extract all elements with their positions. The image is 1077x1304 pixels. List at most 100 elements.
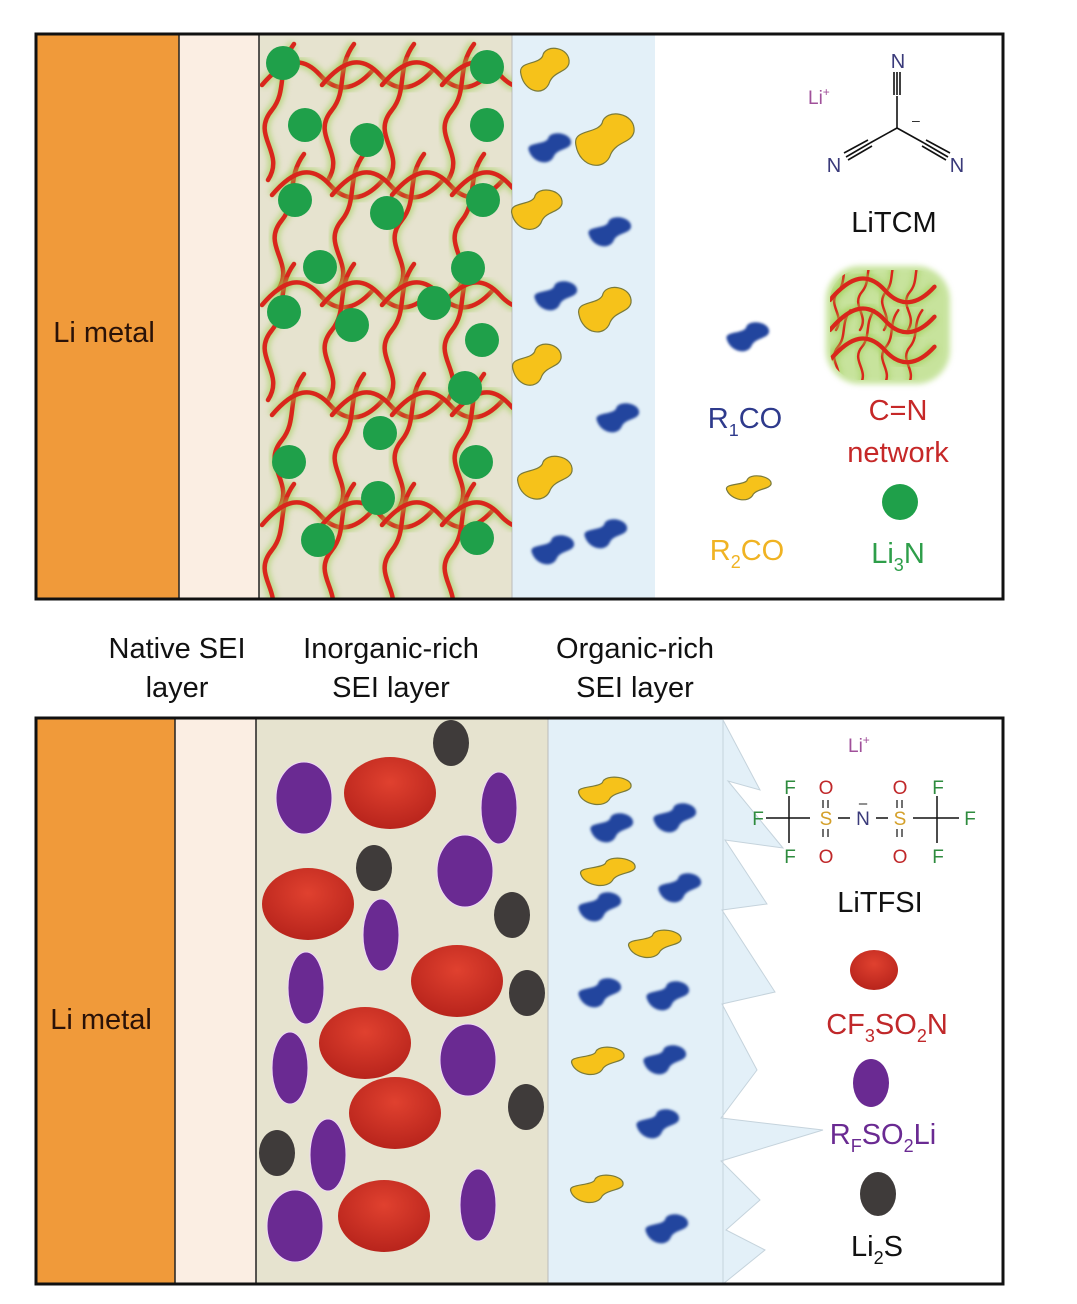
r2co-particle <box>725 475 772 501</box>
r1co-particle <box>578 978 622 1008</box>
anion-charge-bottom: – <box>859 795 868 812</box>
li3n-particle <box>303 250 337 284</box>
inorganic-particles <box>259 720 545 1263</box>
bottom-panel: Li metal Li+ F F F F <box>34 716 1005 1286</box>
legend-c-n-strand <box>856 308 876 380</box>
li-ion-label: Li+ <box>808 85 830 109</box>
legend-c-n-strand <box>904 270 924 332</box>
r1co-particle <box>658 873 702 903</box>
r1co-particle <box>643 1045 687 1075</box>
li3n-particle <box>417 286 451 320</box>
li3n-label: Li3N <box>871 538 925 575</box>
bottom-panel-border <box>34 716 1005 1286</box>
c-n-network-mesh <box>260 41 512 598</box>
fluorine-atom: F <box>752 809 764 830</box>
r2co-particle <box>511 189 563 230</box>
sulfur-atom: S <box>894 809 907 830</box>
r2co-particle <box>519 47 570 92</box>
nitrogen-atom: N <box>856 809 870 830</box>
litfsi-structure: Li+ F F F F F F <box>752 733 976 919</box>
r2co-particle <box>578 776 632 806</box>
salt-name-litcm: LiTCM <box>851 207 936 239</box>
r1co-particle <box>645 1214 689 1244</box>
li3n-particle <box>460 521 494 555</box>
rfso2li-particle <box>271 1031 309 1105</box>
c-n-crosslink <box>269 170 385 200</box>
layer-labels: Native SEI layer Inorganic-rich SEI laye… <box>109 633 714 704</box>
rfso2li-particle <box>275 761 333 835</box>
fluorine-atom: F <box>784 778 796 799</box>
li2s-particle <box>356 845 392 891</box>
r1co-particle <box>726 322 770 352</box>
li3n-particles <box>266 46 504 557</box>
li3n-particle <box>363 416 397 450</box>
rfso2li-label: RFSO2Li <box>830 1119 936 1156</box>
r1co-particle <box>588 217 632 247</box>
li-metal-layer <box>36 34 179 599</box>
jagged-sei-edge <box>720 719 824 1286</box>
cf3so2n-particle <box>411 945 503 1017</box>
cf3so2n-particle <box>338 1180 430 1252</box>
organic-particles-bottom <box>570 776 702 1244</box>
r1co-particle <box>636 1109 680 1139</box>
organic-sei-label-1: Organic-rich <box>556 633 714 665</box>
r1co-particle <box>590 813 634 843</box>
r1co-particle <box>653 803 697 833</box>
c-n-network-label-1: C=N <box>869 395 928 427</box>
c-n-crosslink <box>379 60 495 90</box>
organic-sei-layer-bottom <box>548 718 723 1284</box>
r2co-particle <box>517 455 573 500</box>
c-n-crosslink <box>439 500 512 528</box>
sulfur-atom: S <box>820 809 833 830</box>
legend-c-n-crosslink <box>830 306 937 335</box>
oxygen-atom: O <box>893 847 908 868</box>
li3n-particle <box>267 295 301 329</box>
top-legend: R1CO C=N network R2CO Li3N <box>708 266 950 575</box>
r1co-particle <box>584 519 628 549</box>
salt-name-litfsi: LiTFSI <box>837 887 922 919</box>
li3n-particle <box>301 523 335 557</box>
fluorine-atom: F <box>932 778 944 799</box>
li3n-particle <box>266 46 300 80</box>
li3n-particle <box>459 445 493 479</box>
li3n-particle <box>448 371 482 405</box>
li2s-label: Li2S <box>851 1231 903 1268</box>
rfso2li-legend-icon <box>853 1059 889 1107</box>
rfso2li-particle <box>362 898 400 972</box>
rfso2li-particle <box>266 1189 324 1263</box>
li2s-particle <box>259 1130 295 1176</box>
native-sei-label-2: layer <box>146 672 209 704</box>
fluorine-atom: F <box>784 847 796 868</box>
li3n-particle <box>278 183 312 217</box>
li3n-particle <box>470 50 504 84</box>
rfso2li-particle <box>287 951 325 1025</box>
li2s-particle <box>433 720 469 766</box>
li3n-particle <box>451 251 485 285</box>
r2co-particle <box>578 286 632 333</box>
c-n-crosslink <box>319 500 435 530</box>
r2co-particle <box>511 343 562 386</box>
li-ion-label-bottom: Li+ <box>848 733 870 757</box>
li3n-particle <box>361 481 395 515</box>
r1co-particle <box>646 981 690 1011</box>
li3n-particle <box>370 196 404 230</box>
li-metal-label-top: Li metal <box>53 317 155 349</box>
r2co-particle <box>570 1174 624 1204</box>
r2co-particle <box>571 1046 625 1076</box>
nitrogen-top: N <box>891 51 905 73</box>
c-n-network-label-2: network <box>847 437 949 469</box>
inorganic-sei-label-2: SEI layer <box>332 672 450 704</box>
legend-c-n-crosslink <box>830 336 937 365</box>
rfso2li-particle <box>480 771 518 845</box>
oxygen-atom: O <box>893 778 908 799</box>
organic-particles <box>511 47 640 565</box>
r1co-particle <box>531 535 575 565</box>
legend-c-n-strand <box>856 270 876 332</box>
r1co-particle <box>534 281 578 311</box>
top-panel-border <box>34 32 1005 601</box>
oxygen-atom: O <box>819 847 834 868</box>
r2co-legend-icon <box>725 475 772 501</box>
r2co-particle <box>628 929 682 959</box>
cf3so2n-particle <box>319 1007 411 1079</box>
